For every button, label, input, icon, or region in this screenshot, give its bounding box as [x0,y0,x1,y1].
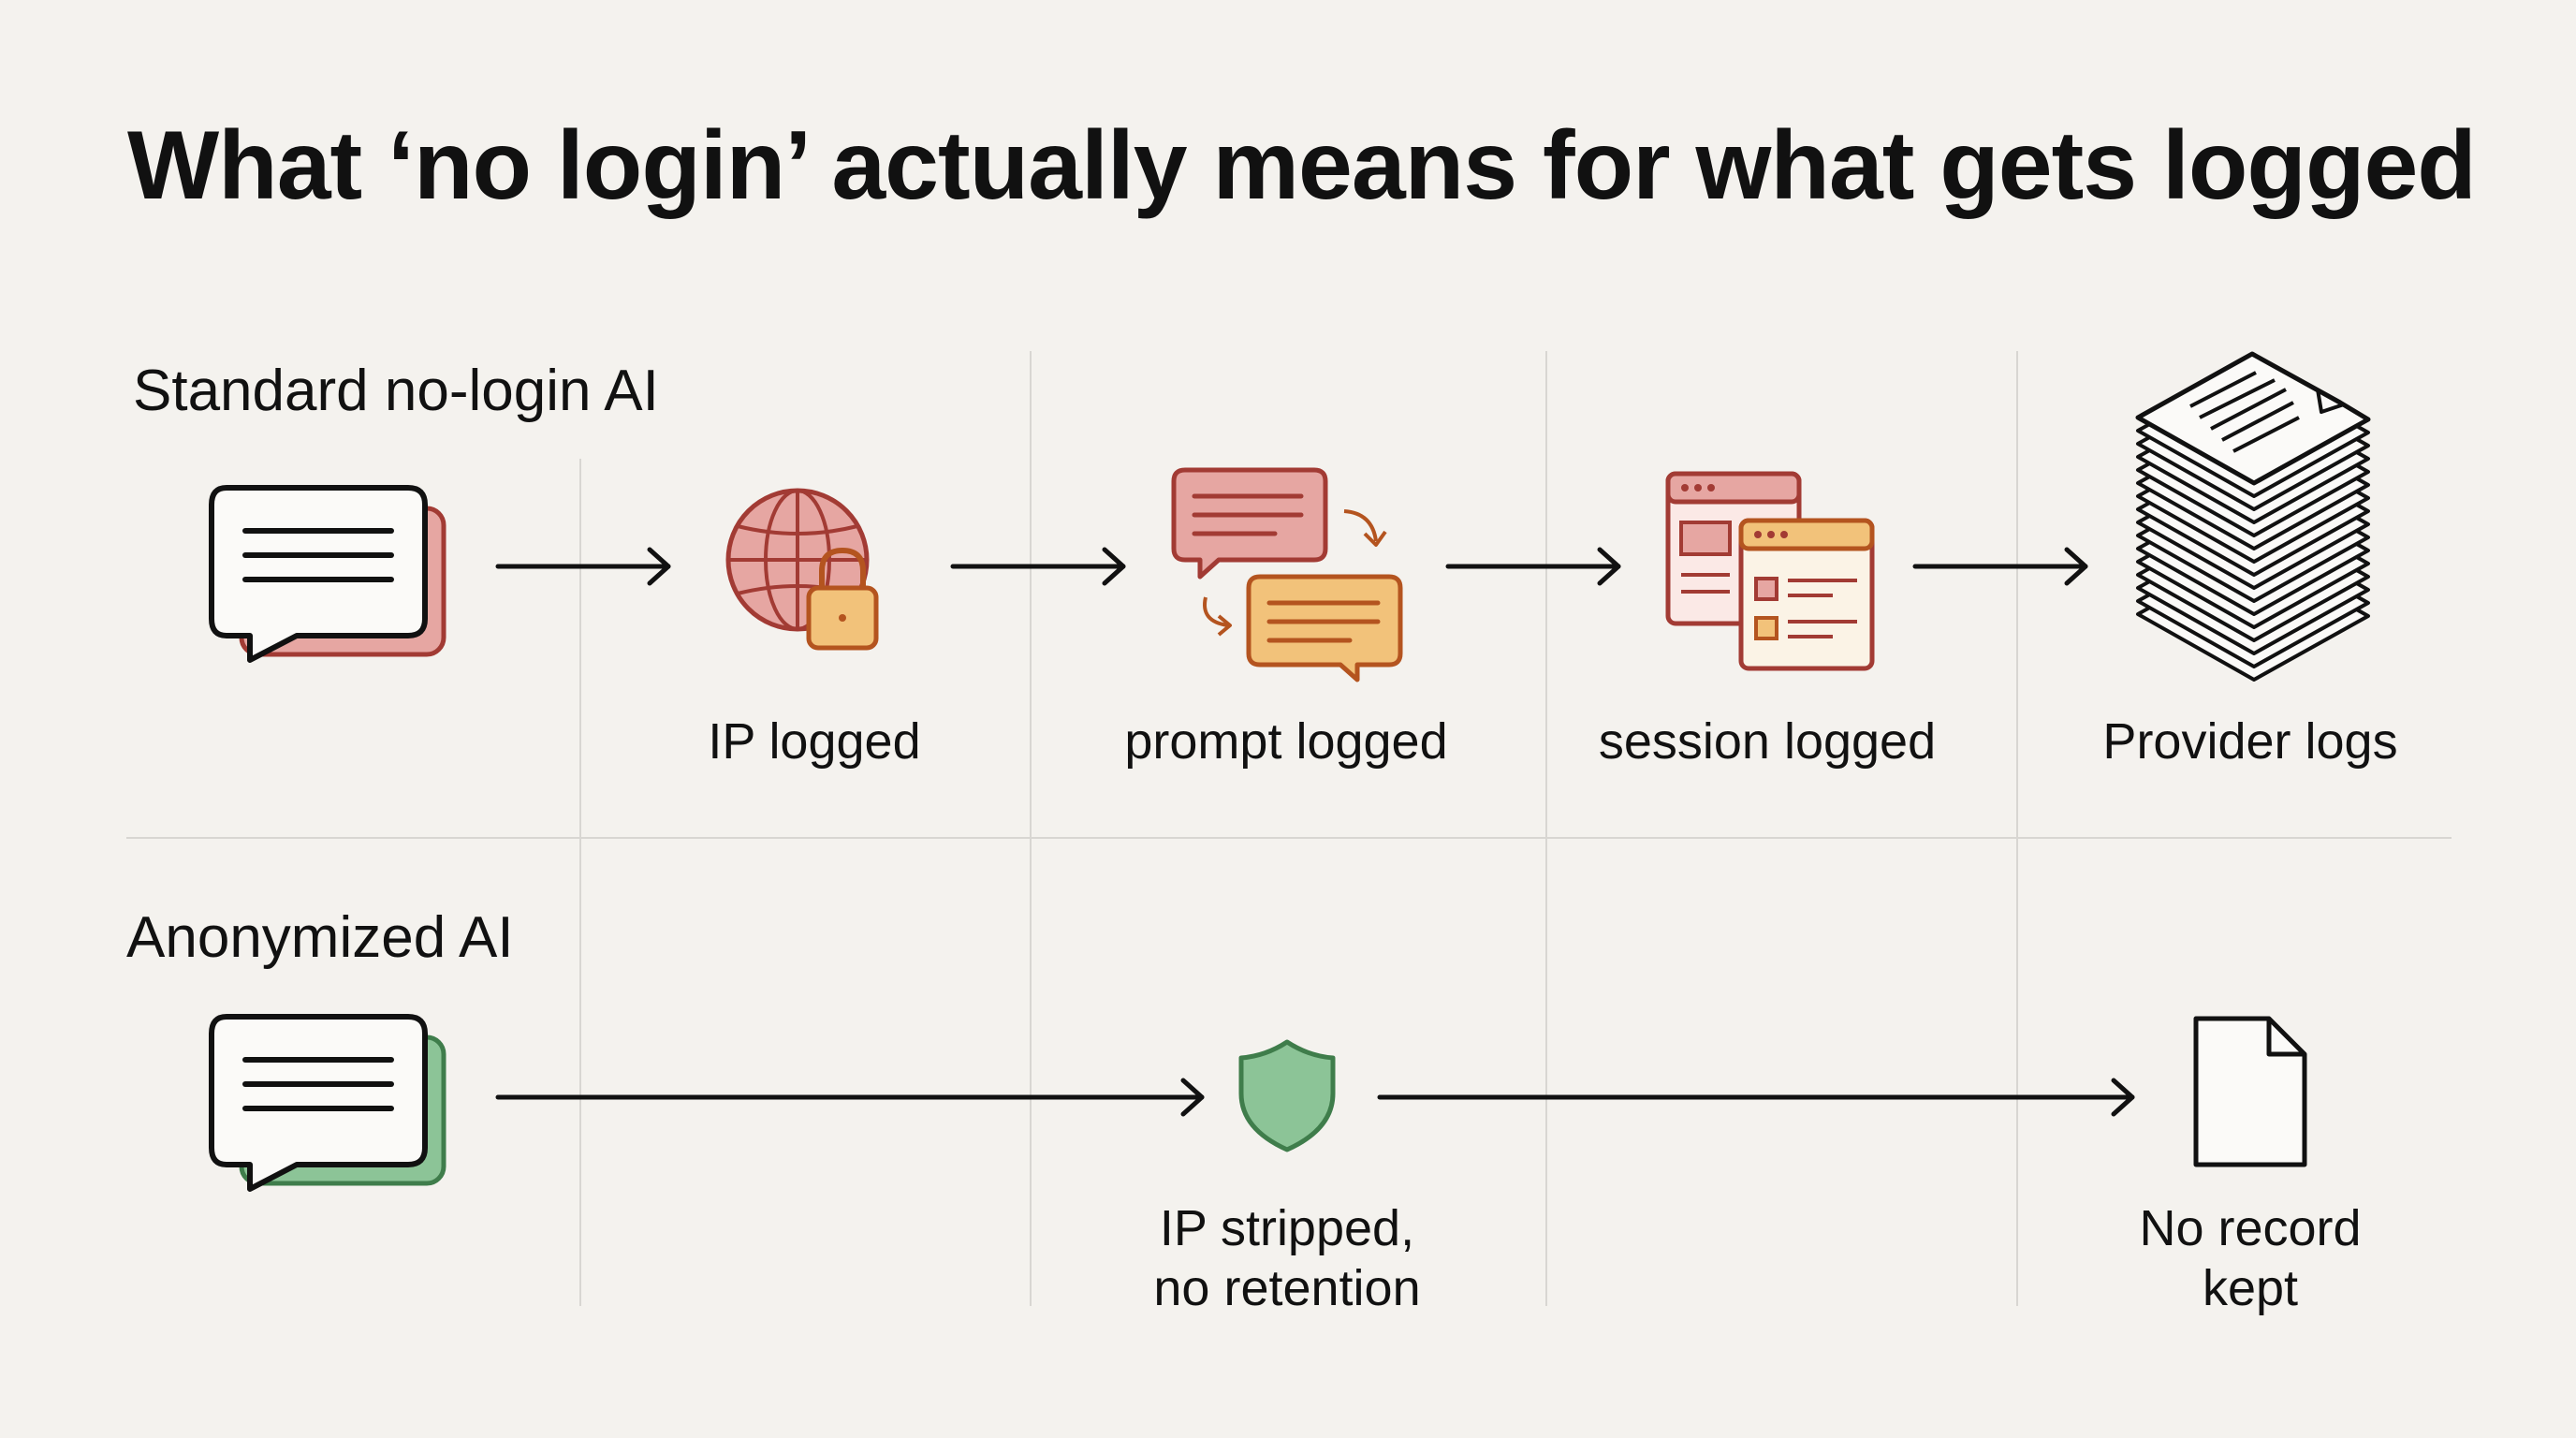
browser-windows-icon [1665,471,1875,671]
step-label-session-logged: session logged [1598,713,1937,770]
grid-divider [579,459,581,1306]
step-label-line: no retention [1153,1260,1421,1316]
step-label-line: No record [2139,1200,2362,1256]
step-label-ip-logged: IP logged [708,713,921,770]
row-divider [126,837,2452,839]
row-title-anonymized: Anonymized AI [126,905,514,970]
step-label-no-record: No record kept [2139,1198,2361,1318]
page-title: What ‘no login’ actually means for what … [127,111,2477,220]
row-title-standard: Standard no-login AI [133,359,659,423]
arrow-right-icon [1912,547,2088,586]
step-label-line: kept [2202,1260,2299,1316]
arrow-right-icon [495,1078,1205,1117]
step-label-ip-stripped: IP stripped, no retention [1153,1198,1420,1318]
globe-lock-icon [725,488,879,651]
document-stack-icon [2135,351,2371,682]
chat-bubble-icon [209,1014,446,1192]
grid-divider [2016,351,2018,1306]
shield-icon [1238,1039,1336,1152]
step-label-provider-logs: Provider logs [2102,713,2398,770]
step-label-prompt-logged: prompt logged [1124,713,1448,770]
grid-divider [1030,351,1032,1306]
blank-document-icon [2193,1016,2307,1167]
arrow-right-icon [1445,547,1621,586]
arrow-right-icon [1377,1078,2135,1117]
arrow-right-icon [495,547,671,586]
arrow-right-icon [950,547,1126,586]
chat-bubble-icon [209,485,446,663]
grid-divider [1545,351,1547,1306]
step-label-line: IP stripped, [1159,1200,1415,1256]
chat-exchange-icon [1171,467,1403,682]
